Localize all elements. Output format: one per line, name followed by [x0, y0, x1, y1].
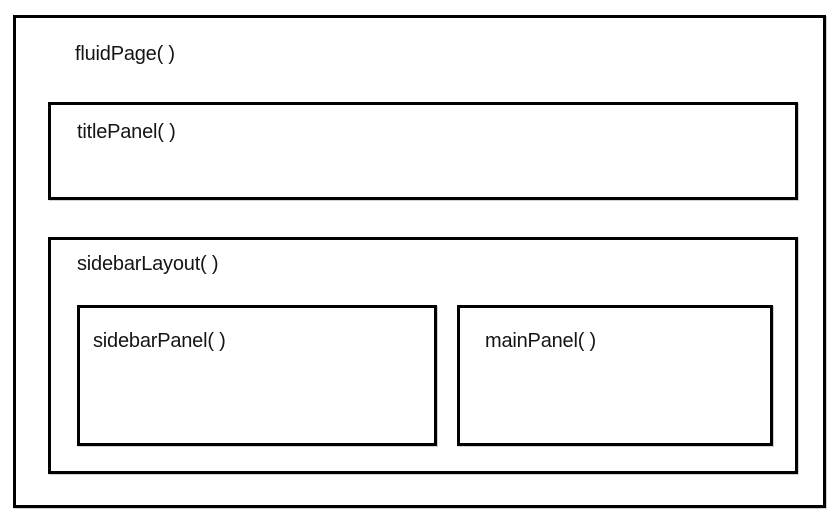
titlepanel-label: titlePanel( ) — [77, 121, 176, 143]
sidebarlayout-label: sidebarLayout( ) — [77, 253, 219, 275]
mainpanel-box: mainPanel( ) — [457, 305, 773, 446]
sidebarlayout-box: sidebarLayout( ) sidebarPanel( ) mainPan… — [48, 237, 798, 474]
fluidpage-box: fluidPage( ) titlePanel( ) sidebarLayout… — [13, 15, 826, 508]
mainpanel-label: mainPanel( ) — [485, 330, 596, 352]
sidebarpanel-label: sidebarPanel( ) — [93, 330, 226, 352]
sidebarpanel-box: sidebarPanel( ) — [77, 305, 437, 446]
titlepanel-box: titlePanel( ) — [48, 102, 798, 200]
fluidpage-label: fluidPage( ) — [75, 43, 175, 65]
